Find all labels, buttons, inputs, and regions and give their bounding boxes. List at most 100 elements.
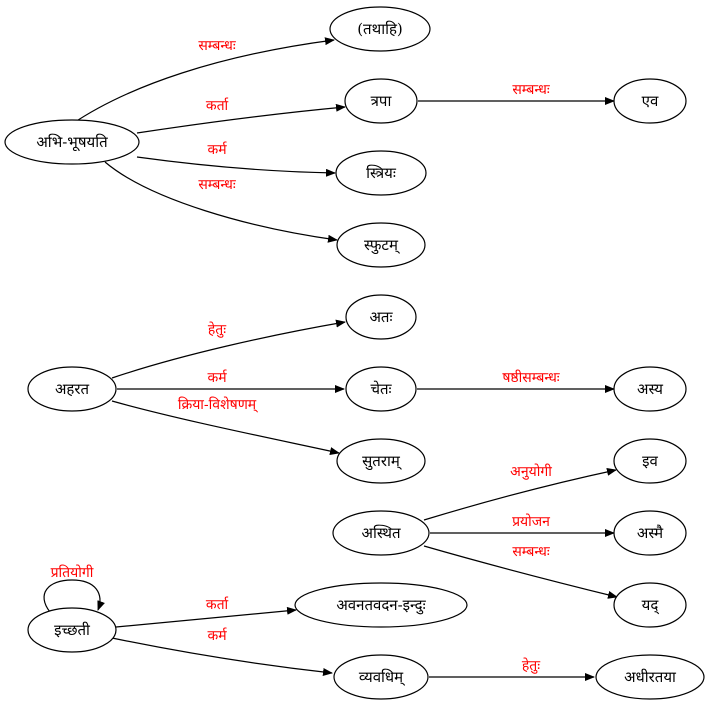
edge-label: अनुयोगी: [510, 463, 552, 480]
edge-line: [104, 161, 338, 243]
node-ellipse: [27, 366, 117, 412]
node-label: इव: [642, 452, 658, 470]
node-ellipse: [329, 6, 431, 52]
edge-label: सम्बन्धः: [512, 544, 550, 560]
edge-ichchhati-self-loop: प्रतियोगी: [43, 564, 105, 613]
edge-label: षष्ठीसम्बन्धः: [502, 369, 560, 386]
edge-line: [111, 319, 346, 379]
edge-label: कर्म: [207, 627, 227, 644]
edge-line: [111, 400, 340, 455]
node-label: अतः: [369, 308, 393, 326]
edges: सम्बन्धः कर्ता कर्म सम्बन्धः सम्बन्धः हे…: [43, 37, 618, 681]
node-label: सुतराम्: [362, 452, 402, 471]
edge-abhibhushayati-trapa: कर्ता: [136, 97, 346, 134]
node-ellipse: [335, 150, 427, 196]
node-label: अस्थित: [361, 524, 400, 542]
node-label: एव: [642, 92, 659, 110]
edge-ichchhati-vyavadhim: कर्म: [111, 627, 333, 676]
node-ellipse: [595, 654, 705, 700]
node-sutaram: सुतराम्: [336, 438, 426, 484]
node-ellipse: [345, 366, 417, 412]
node-ellipse: [332, 510, 430, 556]
node-asya: अस्य: [613, 366, 687, 412]
node-vyavadhim: व्यवधिम्: [333, 654, 429, 700]
edge-abhibhushayati-striyah: कर्म: [136, 141, 336, 177]
edge-vyavadhim-adhiratay: हेतुः: [429, 657, 595, 681]
node-iva: इव: [613, 438, 687, 484]
node-eva: एव: [613, 78, 687, 124]
edge-label: सम्बन्धः: [512, 82, 550, 98]
node-label: अस्य: [637, 380, 663, 398]
edge-label: प्रतियोगी: [51, 564, 94, 581]
node-label: अधीरतया: [624, 668, 677, 686]
node-aharata: अहरत: [27, 366, 117, 412]
node-ellipse: [613, 510, 687, 556]
node-label: अवनतवदन-इन्दुः: [336, 596, 426, 615]
edge-aharata-chetah: कर्म: [117, 369, 345, 393]
node-label: त्रपा: [371, 92, 393, 110]
edge-line: [423, 545, 618, 599]
node-ellipse: [613, 582, 687, 628]
node-ellipse: [344, 78, 418, 124]
edge-aharata-atah: हेतुः: [111, 319, 346, 379]
node-ellipse: [4, 119, 140, 165]
node-label: चेतः: [370, 380, 392, 398]
edge-line: [136, 156, 336, 177]
node-label: यद्: [642, 596, 660, 615]
node-label: स्फुटम्: [364, 236, 400, 255]
node-label: व्यवधिम्: [359, 668, 405, 686]
edge-label: प्रयोजन: [512, 513, 550, 530]
node-asmai: अस्मै: [613, 510, 687, 556]
node-adhirataya: अधीरतया: [595, 654, 705, 700]
edge-label: हेतुः: [522, 657, 541, 674]
node-label: अस्मै: [637, 524, 664, 542]
node-abhibhushayati: अभि-भूषयति: [4, 119, 140, 165]
node-label: अहरत: [55, 380, 90, 398]
node-ellipse: [345, 294, 417, 340]
node-tathahi: (तथाहि): [329, 6, 431, 52]
edge-line: [71, 37, 335, 125]
edge-label: हेतुः: [208, 321, 227, 338]
node-ichchhati: इच्छती: [27, 607, 117, 653]
edge-label: कर्ता: [206, 596, 229, 613]
edge-aharata-sutaram: क्रिया-विशेषणम्: [111, 396, 340, 455]
edge-abhibhushayati-tathahi: सम्बन्धः: [71, 37, 335, 125]
edge-label: कर्म: [207, 369, 227, 386]
edge-asthita-asmai: प्रयोजन: [430, 513, 615, 537]
edge-label: कर्म: [207, 141, 227, 158]
edge-abhibhushayati-sphutam: सम्बन्धः: [104, 161, 338, 243]
node-chetah: चेतः: [345, 366, 417, 412]
node-ellipse: [613, 366, 687, 412]
edge-line: [136, 103, 346, 134]
edge-label: सम्बन्धः: [198, 38, 236, 54]
node-label: अभि-भूषयति: [36, 133, 108, 152]
node-striyah: स्त्रियः: [335, 150, 427, 196]
node-label: (तथाहि): [357, 20, 403, 38]
node-avanatavadana-induh: अवनतवदन-इन्दुः: [294, 582, 468, 628]
edge-asthita-yad: सम्बन्धः: [423, 544, 618, 599]
node-trapa: त्रपा: [344, 78, 418, 124]
node-asthita: अस्थित: [332, 510, 430, 556]
edge-ichchhati-avanatavadana: कर्ता: [115, 596, 297, 628]
node-ellipse: [336, 222, 426, 268]
node-label: इच्छती: [54, 621, 91, 639]
nodes: अभि-भूषयति (तथाहि) त्रपा एव स्त्रियः स्फ…: [4, 6, 705, 700]
edge-asthita-iva: अनुयोगी: [423, 463, 617, 521]
edge-line: [43, 579, 105, 613]
node-ellipse: [613, 78, 687, 124]
edge-trapa-eva: सम्बन्धः: [418, 82, 615, 105]
node-ellipse: [294, 582, 468, 628]
edge-label: सम्बन्धः: [198, 177, 236, 193]
edge-chetah-asya: षष्ठीसम्बन्धः: [417, 369, 615, 393]
node-ellipse: [27, 607, 117, 653]
node-ellipse: [336, 438, 426, 484]
edge-line: [115, 606, 297, 628]
node-atah: अतः: [345, 294, 417, 340]
node-yad: यद्: [613, 582, 687, 628]
edge-line: [423, 467, 617, 521]
node-ellipse: [613, 438, 687, 484]
edge-label: क्रिया-विशेषणम्: [178, 396, 258, 413]
edge-line: [111, 637, 333, 676]
edge-label: कर्ता: [206, 97, 229, 114]
